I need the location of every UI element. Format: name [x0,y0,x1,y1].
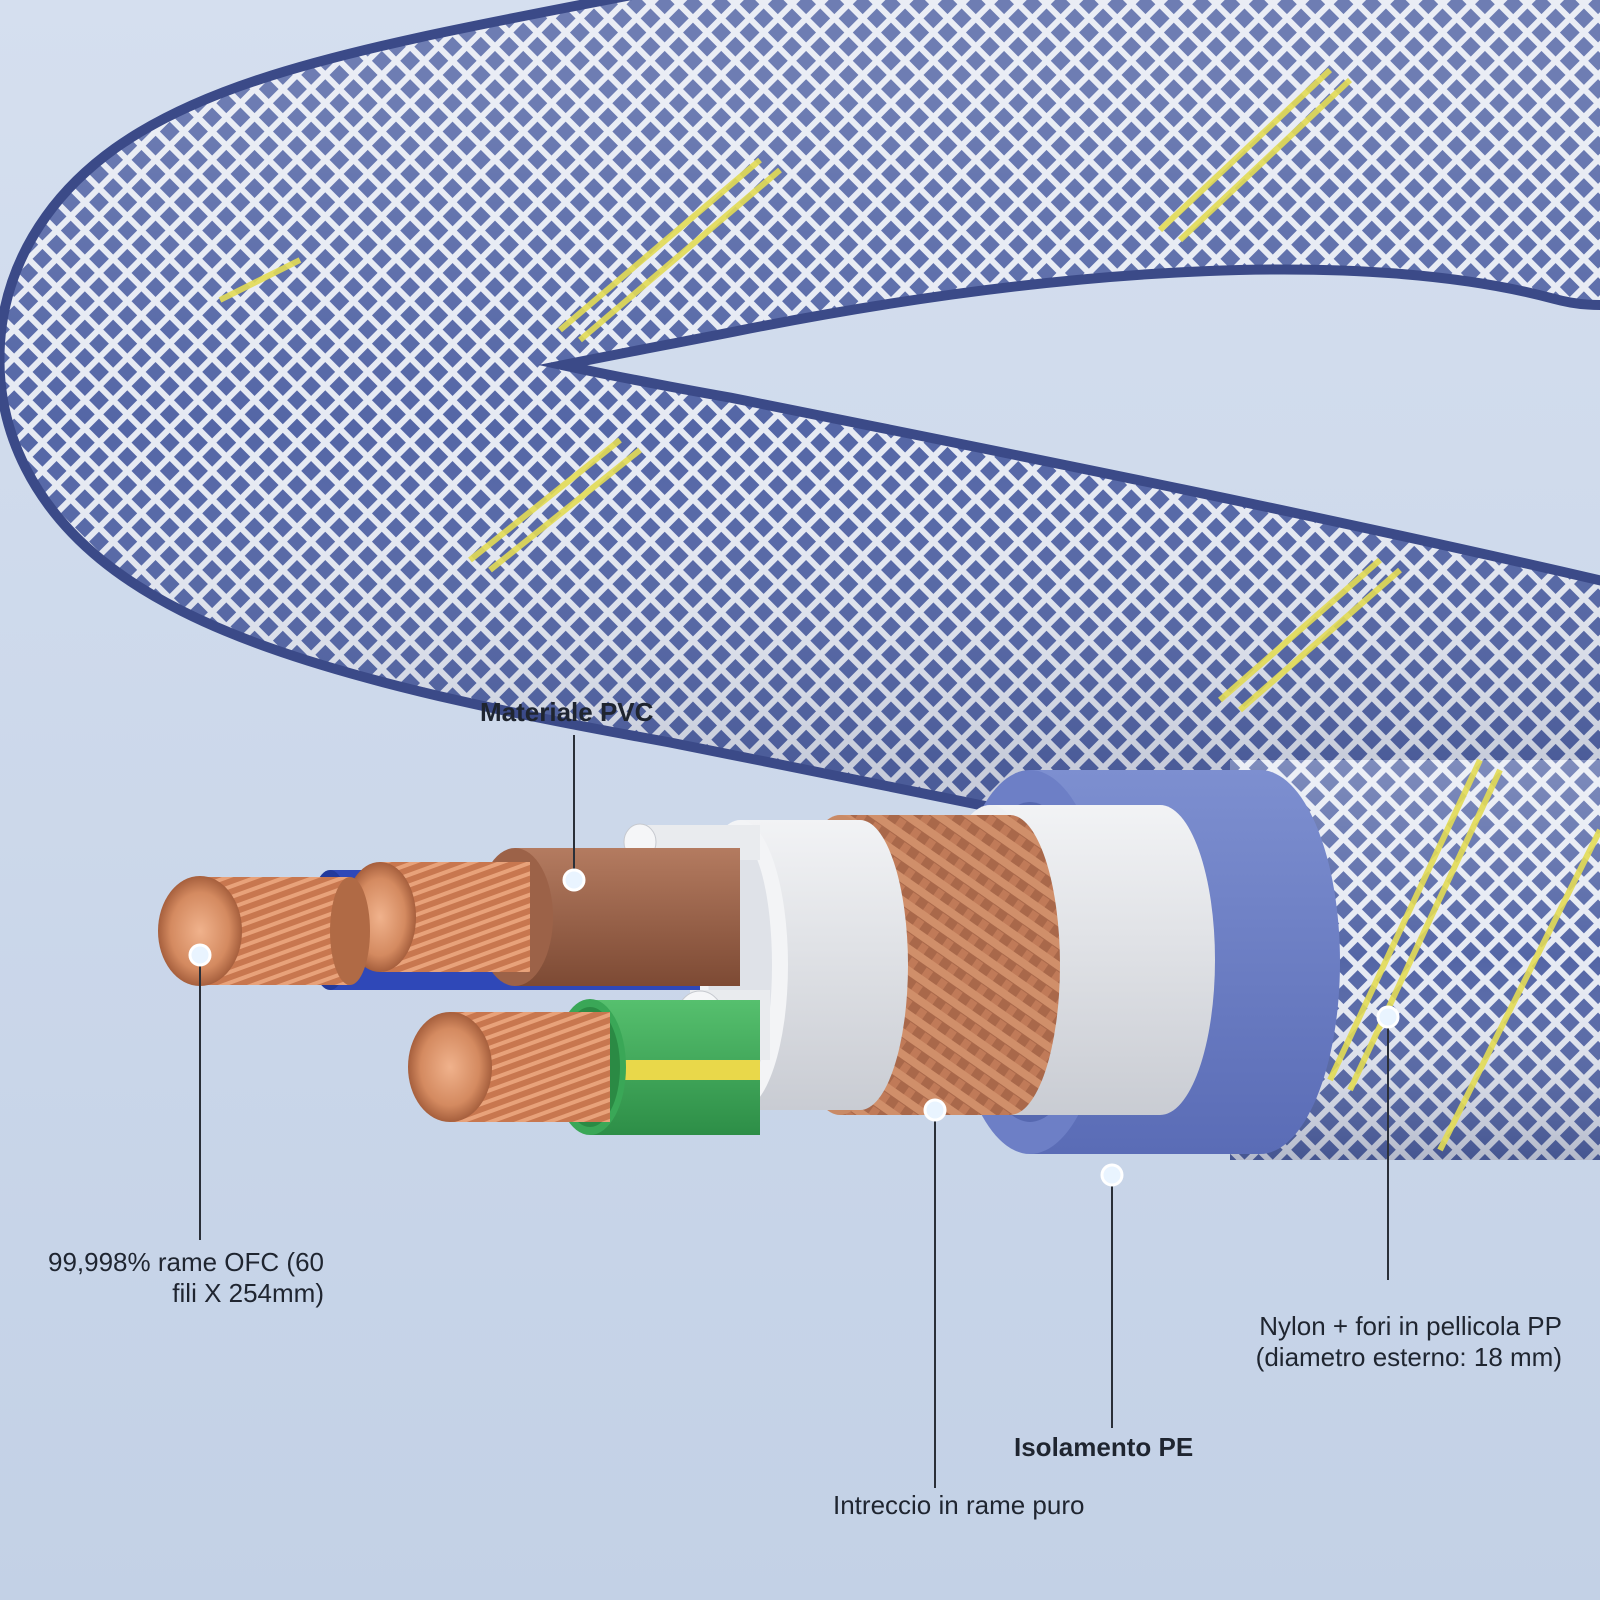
marker-braid [923,1098,947,1122]
marker-pvc [562,868,586,892]
marker-pe [1100,1163,1124,1187]
label-copper: 99,998% rame OFC (60 fili X 254mm) [30,1247,324,1309]
cable-loop [0,0,1600,940]
label-pvc: Materiale PVC [480,697,654,727]
leader-lines [199,735,1389,1488]
label-pe: Isolamento PE [1014,1432,1194,1462]
label-nylon-line1: Nylon + fori in pellicola PP [1259,1311,1562,1341]
markers [188,868,1400,1187]
brown-conductor [344,848,740,986]
copper-conductor-front [158,876,370,986]
label-nylon: Nylon + fori in pellicola PP (diametro e… [1170,1311,1562,1373]
marker-copper [188,943,212,967]
label-braid: Intreccio in rame puro [833,1490,1085,1520]
label-copper-line2: fili X 254mm) [172,1278,324,1308]
label-copper-line1: 99,998% rame OFC (60 [47,1247,324,1277]
copper-conductor-lower [408,1012,610,1122]
label-nylon-line2: (diametro esterno: 18 mm) [1255,1342,1562,1372]
marker-nylon [1376,1005,1400,1029]
